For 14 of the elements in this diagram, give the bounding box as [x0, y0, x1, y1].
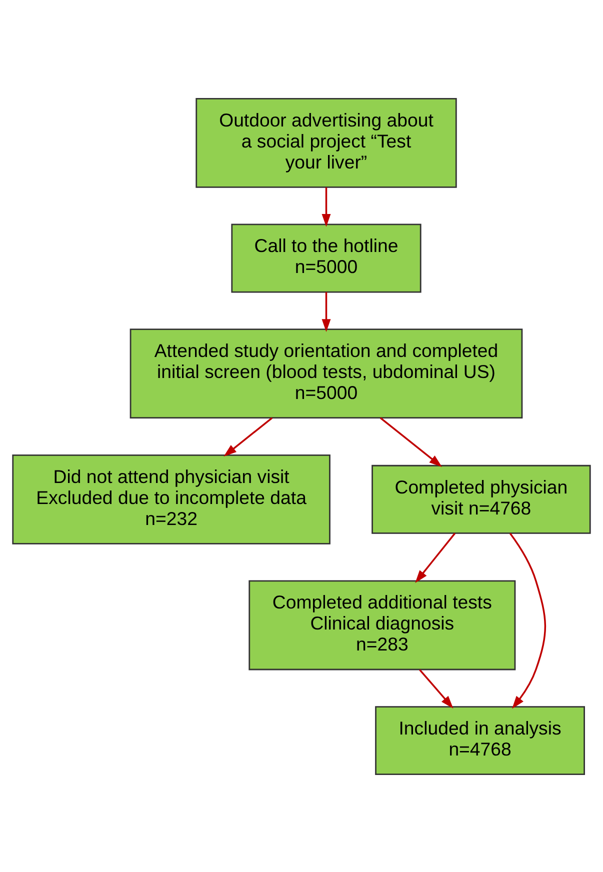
node-box: Completed physician visit n=4768 [372, 464, 591, 534]
node-box: Attended study orientation and completed initial screen (blood tests, ubdominal US) n=5000 [130, 328, 523, 418]
arrow [322, 186, 331, 226]
arrow [509, 532, 546, 708]
arrow [380, 416, 442, 467]
arrow [415, 532, 456, 582]
node-box: Included in analysis n=4768 [375, 706, 585, 775]
node-box: Completed additional tests Clinical diagnosis n=283 [248, 580, 516, 670]
arrow [224, 416, 273, 456]
node-box: Outdoor advertising about a social project “Test your liver” [196, 97, 457, 188]
arrow [419, 668, 454, 708]
node-box: Did not attend physician visit Excluded due to incomplete data n=232 [12, 454, 330, 544]
node-box: Call to the hotline n=5000 [231, 223, 422, 292]
arrow [322, 292, 331, 332]
